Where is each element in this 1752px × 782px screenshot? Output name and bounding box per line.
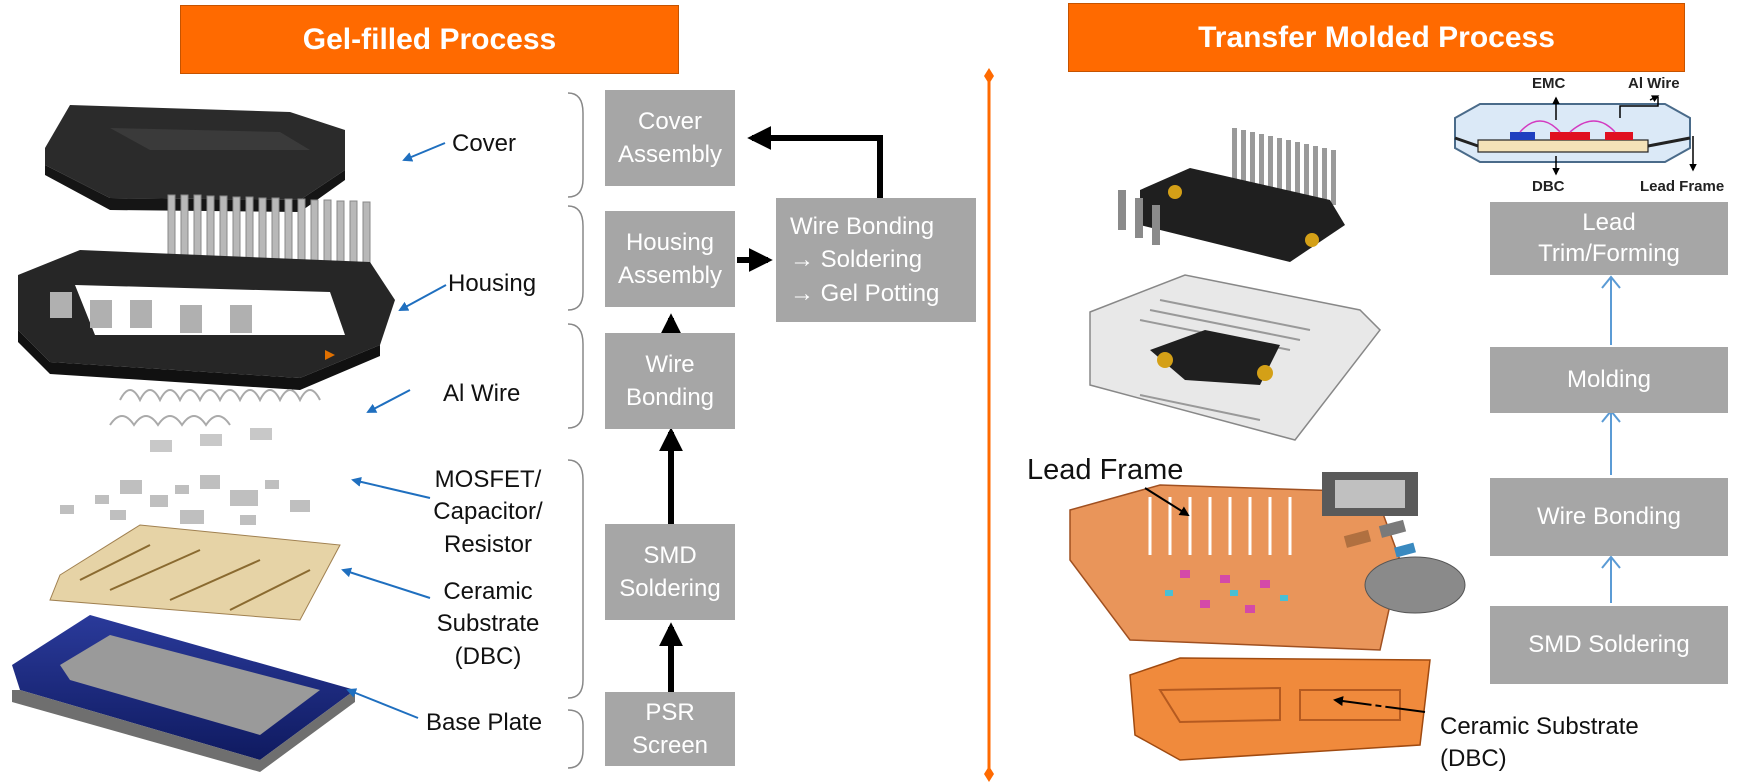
al-wire-illustration <box>109 389 321 452</box>
ceramic-substrate-illustration <box>49 524 341 621</box>
label-mosfet-capacitor-resistor: MOSFET/ Capacitor/ Resistor <box>433 464 543 561</box>
label-line: Resistor <box>443 530 533 558</box>
cross-section-label-lead-frame: Lead Frame <box>1640 178 1725 195</box>
step-line: SMD <box>643 541 697 569</box>
step-psr-screen: PSR Screen <box>605 692 735 766</box>
transfer-molded-process-title: Transfer Molded Process <box>1068 3 1685 72</box>
components-illustration <box>60 475 310 525</box>
cross-section-arrows <box>1552 95 1697 176</box>
step-line: Assembly <box>617 262 723 289</box>
label-base-plate: Base Plate <box>426 709 543 736</box>
step-wire-bonding-left: Wire Bonding <box>605 333 735 429</box>
label-cover: Cover <box>452 130 517 157</box>
step-line: → Soldering <box>790 246 923 274</box>
label-ceramic-substrate: Ceramic Substrate (DBC) <box>433 576 543 673</box>
step-cover-assembly: Cover Assembly <box>605 90 735 186</box>
label-lead-frame: Lead Frame <box>1027 454 1184 486</box>
step-molding: Molding <box>1490 347 1728 413</box>
step-housing-assembly: Housing Assembly <box>605 211 735 307</box>
step-smd-soldering-left: SMD Soldering <box>605 524 735 620</box>
label-line: Substrate <box>436 610 540 638</box>
step-line: Soldering <box>619 575 721 602</box>
label-line: (DBC) <box>1440 745 1507 773</box>
step-text: Housing Assembly <box>618 226 722 292</box>
al-wire-leader <box>1619 97 1659 118</box>
step-line: Housing <box>625 228 715 256</box>
step-text: SMD Soldering <box>619 539 720 605</box>
ceramic-dbc-illustration <box>1129 657 1431 761</box>
cross-section-label-emc: EMC <box>1532 75 1566 92</box>
label-ceramic-substrate-dbc: Ceramic Substrate (DBC) <box>1440 711 1639 776</box>
step-text: Cover Assembly <box>618 105 722 171</box>
step-text: PSR Screen <box>632 696 708 762</box>
label-line: Capacitor/ <box>433 498 543 526</box>
base-plate-illustration <box>12 615 355 772</box>
step-line: PSR <box>645 698 695 726</box>
step-wire-bonding-soldering-gel-potting: Wire Bonding → Soldering → Gel Potting <box>776 198 976 322</box>
label-line: Ceramic Substrate <box>1440 713 1639 740</box>
component-photos-illustration <box>1322 472 1466 614</box>
step-text: Wire Bonding → Soldering → Gel Potting <box>790 210 939 309</box>
step-lead-trim-forming: Lead Trim/Forming <box>1490 202 1728 275</box>
label-line: MOSFET/ <box>434 466 542 493</box>
step-wire-bonding-right: Wire Bonding <box>1490 478 1728 556</box>
cross-section-illustration <box>1454 103 1691 163</box>
label-line: (DBC) <box>454 642 522 670</box>
copper-leadframe-illustration <box>1069 484 1401 651</box>
cover-illustration <box>45 105 345 212</box>
label-housing: Housing <box>448 270 537 297</box>
grouping-brackets <box>567 92 584 769</box>
flow-arrows-left <box>659 126 883 692</box>
label-al-wire: Al Wire <box>443 380 521 407</box>
step-smd-soldering-right: SMD Soldering <box>1490 606 1728 684</box>
molded-module-illustration <box>1118 128 1345 262</box>
orange-divider <box>984 68 994 782</box>
step-line: → Gel Potting <box>790 279 940 307</box>
part-leader-arrows <box>341 142 447 719</box>
step-line: Bonding <box>625 384 715 411</box>
step-line: Cover <box>637 107 703 135</box>
right-leader-arrows <box>1144 487 1426 713</box>
step-line: Assembly <box>617 141 723 168</box>
step-line: Screen <box>631 732 709 759</box>
step-line: Lead <box>1582 208 1636 236</box>
step-text: Wire Bonding <box>626 348 714 414</box>
step-line: Wire <box>645 350 695 378</box>
step-text: Lead Trim/Forming <box>1538 208 1680 269</box>
molded-leadframe-illustration <box>1089 274 1381 441</box>
step-line: Wire Bonding <box>790 213 935 241</box>
cross-section-label-dbc: DBC <box>1532 178 1565 195</box>
cross-section-label-al-wire: Al Wire <box>1628 75 1680 92</box>
step-line: Trim/Forming <box>1538 239 1680 267</box>
gel-filled-process-title: Gel-filled Process <box>180 5 679 74</box>
housing-illustration <box>18 194 395 390</box>
label-line: Ceramic <box>443 578 533 605</box>
